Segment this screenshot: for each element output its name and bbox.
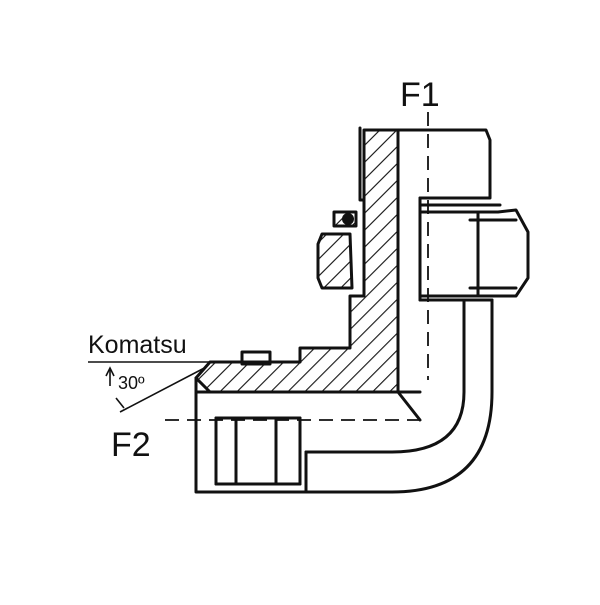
elbow-outer-bend	[304, 298, 494, 494]
thread-boss	[240, 350, 272, 366]
swivel-nut	[234, 416, 278, 486]
port-label-top: F1	[400, 76, 440, 114]
standard-label: Komatsu	[88, 331, 187, 359]
angle-label: 30º	[118, 373, 145, 393]
nut-section-left	[316, 232, 354, 290]
hex-nut-right	[418, 208, 530, 298]
elbow-miter	[396, 390, 422, 422]
port-label-left: F2	[111, 426, 151, 464]
o-ring	[342, 213, 354, 225]
body-section-hatched	[194, 128, 400, 394]
cone-angle-line	[119, 363, 213, 413]
angle-arrow-head	[105, 366, 115, 377]
elbow-inner-bend	[304, 298, 466, 454]
angle-tick	[115, 397, 125, 409]
horizontal-leg-outline	[194, 376, 308, 494]
